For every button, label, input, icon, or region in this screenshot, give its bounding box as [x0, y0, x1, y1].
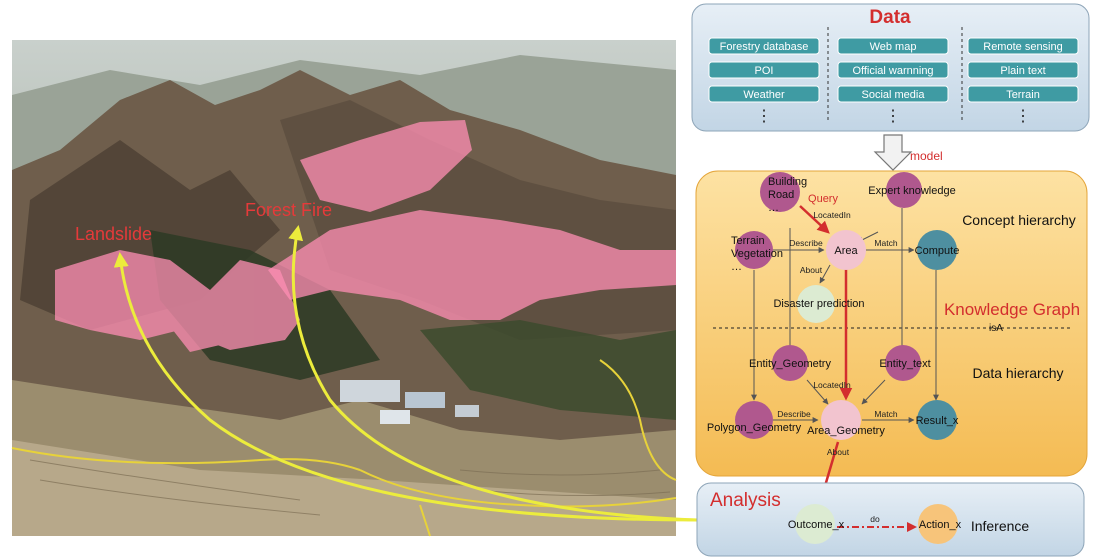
- node-expert-knowledge: [886, 172, 922, 208]
- node-label-action: Action_x: [919, 519, 962, 531]
- data-source-label: Social media: [862, 89, 926, 101]
- data-source-label: Web map: [870, 41, 917, 53]
- node-outcome: [795, 504, 835, 544]
- node-label-disaster-prediction: Disaster prediction: [773, 298, 864, 310]
- analysis-panel: Analysis do Outcome_x Action_x Inference: [696, 482, 1085, 557]
- data-source-label: Remote sensing: [983, 41, 1063, 53]
- knowledge-graph-panel: Concept hierarchy Knowledge Graph isA Da…: [695, 170, 1088, 506]
- node-label-polygon-geometry: Polygon_Geometry: [707, 422, 802, 434]
- data-source-box: [967, 61, 1079, 79]
- node-label-entity-geometry: Entity_Geometry: [749, 358, 831, 370]
- data-source-box: [837, 61, 949, 79]
- data-hierarchy-label: Data hierarchy: [972, 365, 1063, 381]
- data-source-label: Official warnning: [852, 65, 933, 77]
- forest-fire-label: Forest Fire: [245, 200, 332, 220]
- edge-label-locatedin-bottom: LocatedIn: [813, 380, 851, 390]
- model-arrow: model: [873, 134, 943, 171]
- node-label-compute: Compute: [915, 245, 960, 257]
- node-disaster-prediction: [797, 285, 835, 323]
- ellipsis-col-3: ⋮: [1015, 108, 1031, 125]
- node-area: [826, 230, 866, 270]
- edge-label-about-bottom: About: [827, 447, 850, 457]
- node-label-expert-knowledge: Expert knowledge: [868, 185, 955, 197]
- node-label-line: Road: [768, 189, 794, 201]
- data-source-box: [967, 37, 1079, 55]
- node-result: [917, 400, 957, 440]
- edge-label-match-bottom: Match: [874, 409, 897, 419]
- edge-label-query: Query: [808, 193, 838, 205]
- data-source-label: POI: [755, 65, 774, 77]
- node-terrain-vegetation: [735, 231, 773, 269]
- node-label-line: Terrain: [731, 235, 765, 247]
- concept-hierarchy-label: Concept hierarchy: [962, 212, 1076, 228]
- data-source-box: [708, 85, 820, 103]
- data-source-list: Forestry database Web map Remote sensingPO…: [708, 37, 1079, 103]
- node-label-outcome: Outcome_x: [788, 519, 845, 531]
- data-source-label: Plain text: [1000, 65, 1045, 77]
- data-panel: Data Forestry database Web map Remote sens…: [691, 3, 1090, 132]
- edge-label-locatedin-top: LocatedIn: [813, 210, 851, 220]
- node-compute: [917, 230, 957, 270]
- node-label-line: …: [768, 202, 779, 214]
- node-building-road: [760, 172, 800, 212]
- node-label-result: Result_x: [916, 415, 959, 427]
- forest-fire-zone: [268, 120, 676, 320]
- edge-label-describe-top: Describe: [789, 238, 823, 248]
- node-action: [918, 504, 958, 544]
- data-source-label: Forestry database: [720, 41, 809, 53]
- data-source-label: Terrain: [1006, 89, 1040, 101]
- data-source-box: [708, 61, 820, 79]
- data-source-label: Weather: [743, 89, 785, 101]
- knowledge-graph-title: Knowledge Graph: [944, 300, 1080, 319]
- isA-label: isA: [989, 323, 1003, 334]
- edge-label-describe-bottom: Describe: [777, 409, 811, 419]
- landslide-label: Landslide: [75, 224, 152, 244]
- node-entity-text: [885, 345, 921, 381]
- data-source-box: [837, 85, 949, 103]
- node-label-line: …: [731, 261, 742, 273]
- data-panel-title: Data: [869, 7, 911, 28]
- landslide-zone: [55, 250, 300, 352]
- data-source-box: [837, 37, 949, 55]
- node-area-geometry: [821, 400, 861, 440]
- node-label-line: Building: [768, 176, 807, 188]
- ellipsis-col-1: ⋮: [756, 108, 772, 125]
- node-label-area: Area: [834, 245, 858, 257]
- model-label: model: [910, 149, 943, 163]
- forest-fire-link-arrow: [288, 225, 699, 522]
- node-polygon-geometry: [735, 401, 773, 439]
- ellipsis-col-2: ⋮: [885, 108, 901, 125]
- node-label-area-geometry: Area_Geometry: [807, 425, 885, 437]
- node-entity-geometry: [772, 345, 808, 381]
- do-label: do: [870, 514, 880, 524]
- edge-label-about-top: About: [800, 265, 823, 275]
- node-label-entity-text: Entity_text: [879, 358, 930, 370]
- node-label-line: Vegetation: [731, 248, 783, 260]
- data-source-box: [967, 85, 1079, 103]
- analysis-panel-title: Analysis: [710, 490, 781, 511]
- edge-label-match-top: Match: [874, 238, 897, 248]
- village-buildings: [340, 380, 479, 424]
- data-source-box: [708, 37, 820, 55]
- terrain-photo: Landslide Forest Fire: [11, 40, 699, 537]
- inference-label: Inference: [971, 518, 1030, 534]
- landslide-link-arrow: [113, 252, 699, 522]
